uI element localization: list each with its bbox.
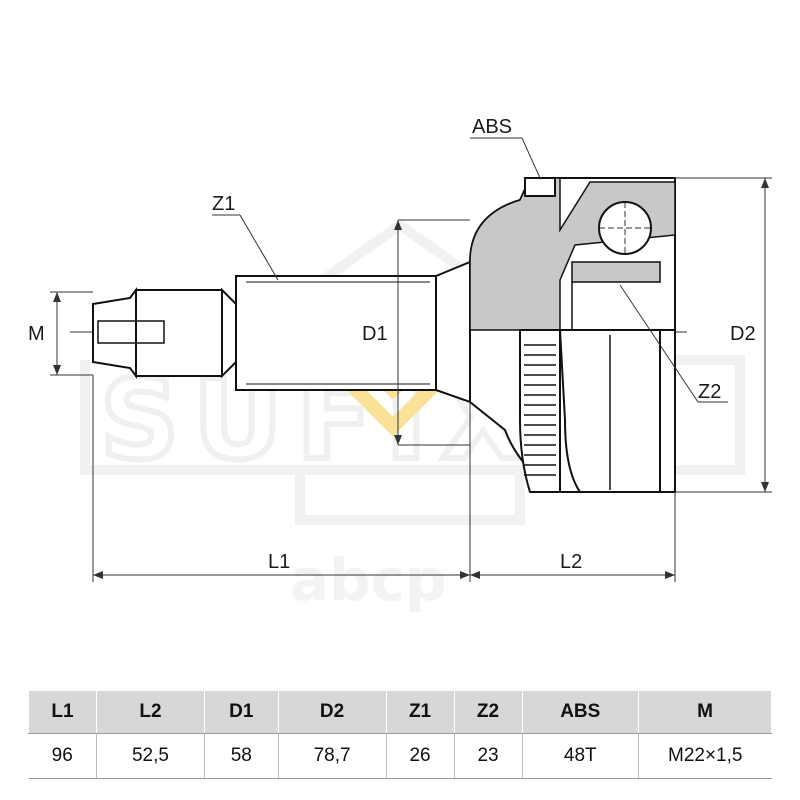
inner-race [571,261,661,283]
abs-ring [519,329,561,493]
value-l1: 96 [28,733,97,779]
header-d2: D2 [277,690,387,734]
header-m: M [638,690,772,734]
value-m: M22×1,5 [638,733,772,779]
d1-label: D1 [362,323,388,345]
z1-label: Z1 [212,193,235,215]
header-z2: Z2 [453,690,523,734]
m-label: M [28,323,45,345]
watermark-site: abcp [290,546,447,614]
l2-label: L2 [560,551,582,573]
z2-label: Z2 [698,381,721,403]
ball [598,201,652,255]
joint-housing [469,177,676,493]
shaft-spline [235,275,437,391]
pin-slot [97,320,165,344]
cv-joint-drawing: SUFIX abcp [28,116,772,614]
shaft [92,260,471,404]
shaft-neck [135,289,223,377]
shaft-collar [221,287,237,379]
spline-teeth [246,281,430,385]
value-z1: 26 [386,733,455,779]
value-z2: 23 [454,733,523,779]
spec-table: L1 L2 D1 D2 Z1 Z2 ABS M 96 52,5 58 78,7 … [28,690,772,779]
header-d1: D1 [203,690,279,734]
value-d2: 78,7 [278,733,387,779]
abs-teeth [524,344,556,476]
value-abs: 48T [522,733,640,779]
spec-header-row: L1 L2 D1 D2 Z1 Z2 ABS M [28,690,772,734]
arrowheads [53,178,769,579]
abs-tab [524,177,556,197]
shaft-flare [435,260,471,404]
d2-label: D2 [730,323,756,345]
header-z1: Z1 [385,690,455,734]
value-d1: 58 [204,733,279,779]
header-abs: ABS [521,690,640,734]
thread-tip [92,287,137,379]
header-l1: L1 [28,690,97,734]
header-l2: L2 [95,690,205,734]
spec-value-row: 96 52,5 58 78,7 26 23 48T M22×1,5 [28,733,772,779]
dimension-lines [50,137,772,582]
l1-label: L1 [268,551,290,573]
abs-label: ABS [472,116,512,138]
value-l2: 52,5 [96,733,205,779]
